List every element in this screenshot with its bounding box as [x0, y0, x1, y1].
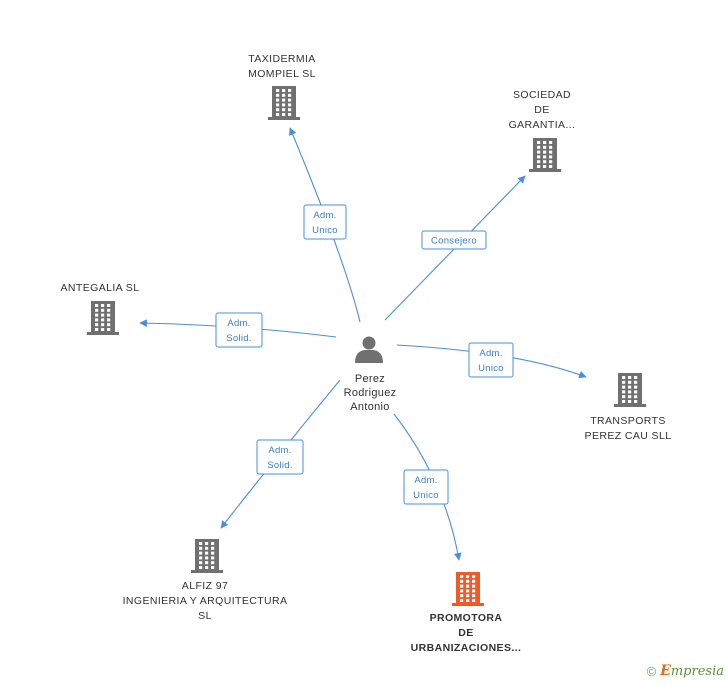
- company-node-sociedad[interactable]: SOCIEDAD DE GARANTIA...: [509, 89, 576, 172]
- company-label-line: MOMPIEL SL: [248, 68, 316, 80]
- relation-label-box: [468, 342, 514, 378]
- relation-label-box: [256, 439, 304, 475]
- relation-label-transports[interactable]: Adm. Unico: [468, 342, 514, 378]
- person-label-line: Perez: [355, 373, 385, 385]
- relation-label-text: Adm.: [479, 348, 502, 359]
- company-label-line: SL: [198, 610, 212, 622]
- company-node-taxidermia[interactable]: TAXIDERMIA MOMPIEL SL: [248, 53, 316, 120]
- relation-label-text: Solid.: [267, 460, 293, 471]
- company-label-line: ALFIZ 97: [182, 580, 228, 592]
- company-label-line: PEREZ CAU SLL: [585, 430, 672, 442]
- brand-name: mpresia: [670, 664, 724, 679]
- relation-label-text: Adm.: [227, 318, 250, 329]
- company-label-line: DE: [534, 104, 549, 116]
- relation-label-text: Adm.: [313, 210, 336, 221]
- person-icon: [355, 336, 383, 363]
- relation-label-box: [421, 230, 487, 250]
- company-label-line: ANTEGALIA SL: [61, 282, 140, 294]
- company-label-line: TRANSPORTS: [590, 415, 666, 427]
- company-node-transports[interactable]: TRANSPORTS PEREZ CAU SLL: [585, 373, 672, 442]
- relation-label-box: [303, 204, 347, 240]
- relation-label-text: Adm.: [414, 475, 437, 486]
- copyright-icon: ©: [646, 663, 657, 679]
- relation-label-promotora[interactable]: Adm. Unico: [403, 469, 449, 505]
- relation-label-text: Unico: [478, 363, 504, 374]
- building-icon: [614, 373, 646, 407]
- building-icon: [268, 86, 300, 120]
- relation-label-text: Solid.: [226, 333, 252, 344]
- relation-label-text: Unico: [413, 490, 439, 501]
- company-node-promotora[interactable]: PROMOTORA DE URBANIZACIONES...: [411, 572, 522, 654]
- relation-label-antegalia[interactable]: Adm. Solid.: [215, 312, 263, 348]
- relation-label-taxidermia[interactable]: Adm. Unico: [303, 204, 347, 240]
- edge-labels: Adm.UnicoConsejeroAdm.Solid.Adm.UnicoAdm…: [215, 204, 514, 505]
- person-label-line: Antonio: [350, 401, 389, 413]
- edge-to-taxidermia: [289, 127, 361, 323]
- relation-label-text: Adm.: [268, 445, 291, 456]
- relation-label-alfiz[interactable]: Adm. Solid.: [256, 439, 304, 475]
- relation-label-sociedad[interactable]: Consejero: [421, 230, 487, 250]
- building-icon: [87, 301, 119, 335]
- relation-label-text: Consejero: [431, 236, 477, 247]
- company-node-antegalia[interactable]: ANTEGALIA SL: [61, 282, 140, 335]
- building-icon: [452, 572, 484, 606]
- company-label-line: URBANIZACIONES...: [411, 642, 522, 654]
- brand-e: E: [660, 663, 671, 679]
- company-label-line: SOCIEDAD: [513, 89, 571, 101]
- relation-label-box: [215, 312, 263, 348]
- person-label-line: Rodriguez: [344, 387, 397, 399]
- building-icon: [529, 138, 561, 172]
- empresia-watermark: © Empresia: [647, 661, 724, 681]
- relation-label-text: Unico: [312, 225, 338, 236]
- nodes: TAXIDERMIA MOMPIEL SL SOCIEDAD DE GARANTIA..…: [61, 53, 672, 654]
- building-icon: [191, 539, 223, 573]
- company-node-alfiz[interactable]: ALFIZ 97 INGENIERIA Y ARQUITECTURA SL: [123, 539, 288, 622]
- company-label-line: TAXIDERMIA: [248, 53, 315, 65]
- company-label-line: GARANTIA...: [509, 119, 576, 131]
- company-label-line: PROMOTORA: [430, 612, 503, 624]
- company-label-line: DE: [458, 627, 473, 639]
- relation-label-box: [403, 469, 449, 505]
- company-label-line: INGENIERIA Y ARQUITECTURA: [123, 595, 288, 607]
